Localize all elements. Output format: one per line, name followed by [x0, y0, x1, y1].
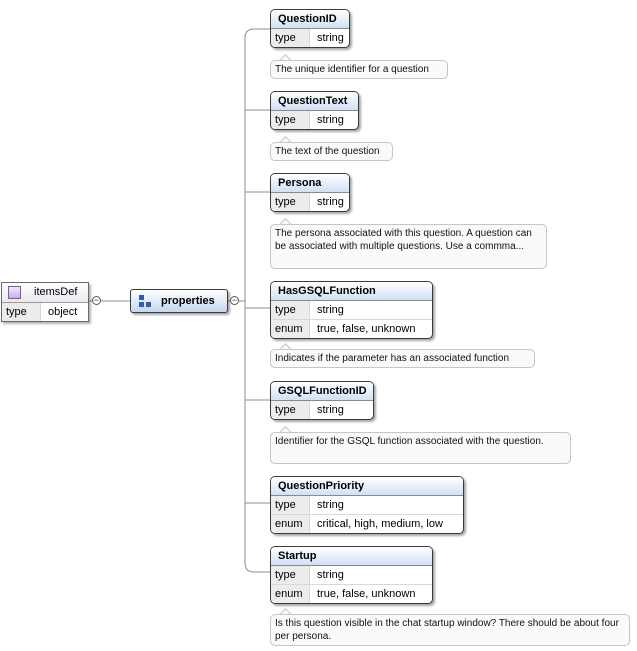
doc-startup: Is this question visible in the chat sta…	[270, 614, 630, 646]
items-def-node[interactable]: itemsDef type object	[1, 282, 89, 322]
element-title: Persona	[271, 174, 349, 193]
row-key: type	[271, 29, 310, 47]
row-key: type	[271, 566, 310, 584]
doc-persona: The persona associated with this questio…	[270, 224, 547, 269]
row-value: string	[317, 304, 344, 316]
row-value: string	[317, 404, 344, 416]
element-title: QuestionPriority	[271, 477, 463, 496]
row-value: string	[317, 114, 344, 126]
row-key: type	[271, 496, 310, 514]
row-value: string	[317, 196, 344, 208]
doc-question-text: The text of the question	[270, 142, 393, 161]
items-def-title: itemsDef	[34, 286, 78, 298]
row-value: string	[317, 499, 344, 511]
items-def-collapse-toggle[interactable]: −	[92, 295, 101, 305]
row-key: type	[271, 301, 310, 319]
doc-question-id: The unique identifier for a question	[270, 60, 448, 79]
items-def-type-key: type	[2, 303, 41, 321]
properties-node[interactable]: properties	[130, 289, 228, 313]
sequence-grid-icon	[139, 295, 151, 307]
properties-label: properties	[161, 295, 215, 307]
element-title: Startup	[271, 547, 432, 566]
row-key: enum	[271, 515, 310, 533]
element-gsql-function-id[interactable]: GSQLFunctionID type string	[270, 381, 374, 420]
element-title: QuestionID	[271, 10, 349, 29]
row-value: critical, high, medium, low	[317, 518, 443, 530]
element-has-gsql-function[interactable]: HasGSQLFunction type string enum true, fal…	[270, 281, 433, 339]
element-persona[interactable]: Persona type string	[270, 173, 350, 212]
element-startup[interactable]: Startup type string enum true, false, unkn…	[270, 546, 433, 604]
doc-has-gsql-function: Indicates if the parameter has an associ…	[270, 349, 535, 368]
row-key: type	[271, 401, 310, 419]
doc-gsql-function-id: Identifier for the GSQL function associa…	[270, 432, 571, 464]
element-title: HasGSQLFunction	[271, 282, 432, 301]
items-def-type-value: object	[48, 306, 78, 318]
element-question-id[interactable]: QuestionID type string	[270, 9, 350, 48]
element-title: GSQLFunctionID	[271, 382, 373, 401]
row-key: type	[271, 193, 310, 211]
element-question-text[interactable]: QuestionText type string	[270, 91, 359, 130]
row-key: enum	[271, 320, 310, 338]
row-value: string	[317, 32, 344, 44]
properties-collapse-toggle[interactable]: −	[230, 295, 239, 305]
row-key: enum	[271, 585, 310, 603]
row-key: type	[271, 111, 310, 129]
row-value: true, false, unknown	[317, 588, 416, 600]
element-title: QuestionText	[271, 92, 358, 111]
complex-type-icon	[8, 286, 21, 299]
row-value: string	[317, 569, 344, 581]
row-value: true, false, unknown	[317, 323, 416, 335]
element-question-priority[interactable]: QuestionPriority type string enum critical…	[270, 476, 464, 534]
